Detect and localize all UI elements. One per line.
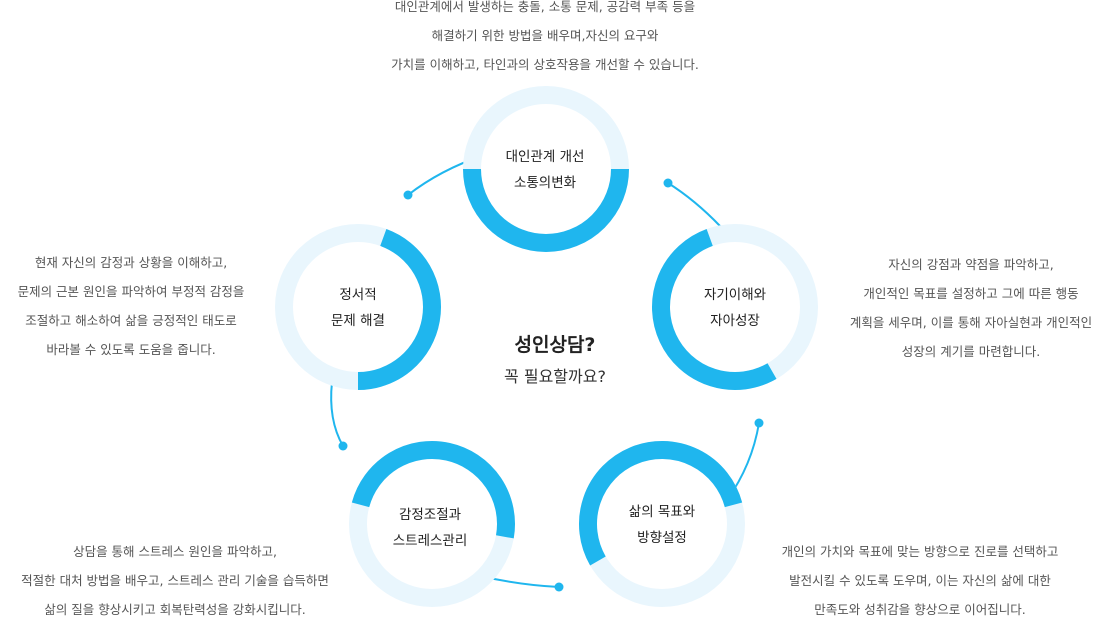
center-subtitle: 꼭 필요할까요? — [504, 367, 606, 386]
ring-self-growth-arc — [652, 229, 777, 390]
connector-interpersonal-self-dot — [663, 178, 673, 188]
node-label-interpersonal: 대인관계 개선 소통의변화 — [505, 149, 585, 191]
connector-self-goals-dot — [754, 418, 764, 428]
node-label-emotional-problems: 정서적 문제 해결 — [331, 287, 385, 329]
description-life-goals: 개인의 가치와 목표에 맞는 방향으로 진로를 선택하고 발전시킬 수 있도록 … — [781, 544, 1059, 617]
ring-stress-management-arc — [351, 441, 515, 539]
description-emotional-problems: 현재 자신의 감정과 상황을 이해하고, 문제의 근본 원인을 파악하여 부정적… — [17, 255, 245, 357]
center-heading: 성인상담? 꼭 필요할까요? — [450, 330, 660, 394]
connector-stress-emotional-dot — [338, 441, 348, 451]
connector-goals-stress-dot — [554, 582, 564, 592]
description-self-growth: 자신의 강점과 약점을 파악하고, 개인적인 목표를 설정하고 그에 따른 행동… — [849, 257, 1093, 359]
ring-emotional-problems-arc — [357, 229, 441, 390]
ring-life-goals-arc — [579, 441, 743, 566]
node-label-life-goals: 삶의 목표와 방향설정 — [628, 504, 696, 546]
ring-interpersonal-arc — [463, 168, 629, 252]
node-label-self-growth: 자기이해와 자아성장 — [703, 287, 767, 329]
node-label-stress-management: 감정조절과 스트레스관리 — [392, 507, 468, 549]
description-stress-management: 상담을 통해 스트레스 원인을 파악하고, 적절한 대처 방법을 배우고, 스트… — [21, 544, 329, 617]
connector-interpersonal-emotional-dot — [403, 190, 413, 200]
connector-stress-emotional — [330, 381, 344, 447]
description-interpersonal: 대인관계에서 발생하는 충돌, 소통 문제, 공감력 부족 등을 해결하기 위한… — [391, 0, 699, 72]
center-title: 성인상담? — [514, 334, 596, 356]
connector-interpersonal-self — [667, 182, 721, 227]
